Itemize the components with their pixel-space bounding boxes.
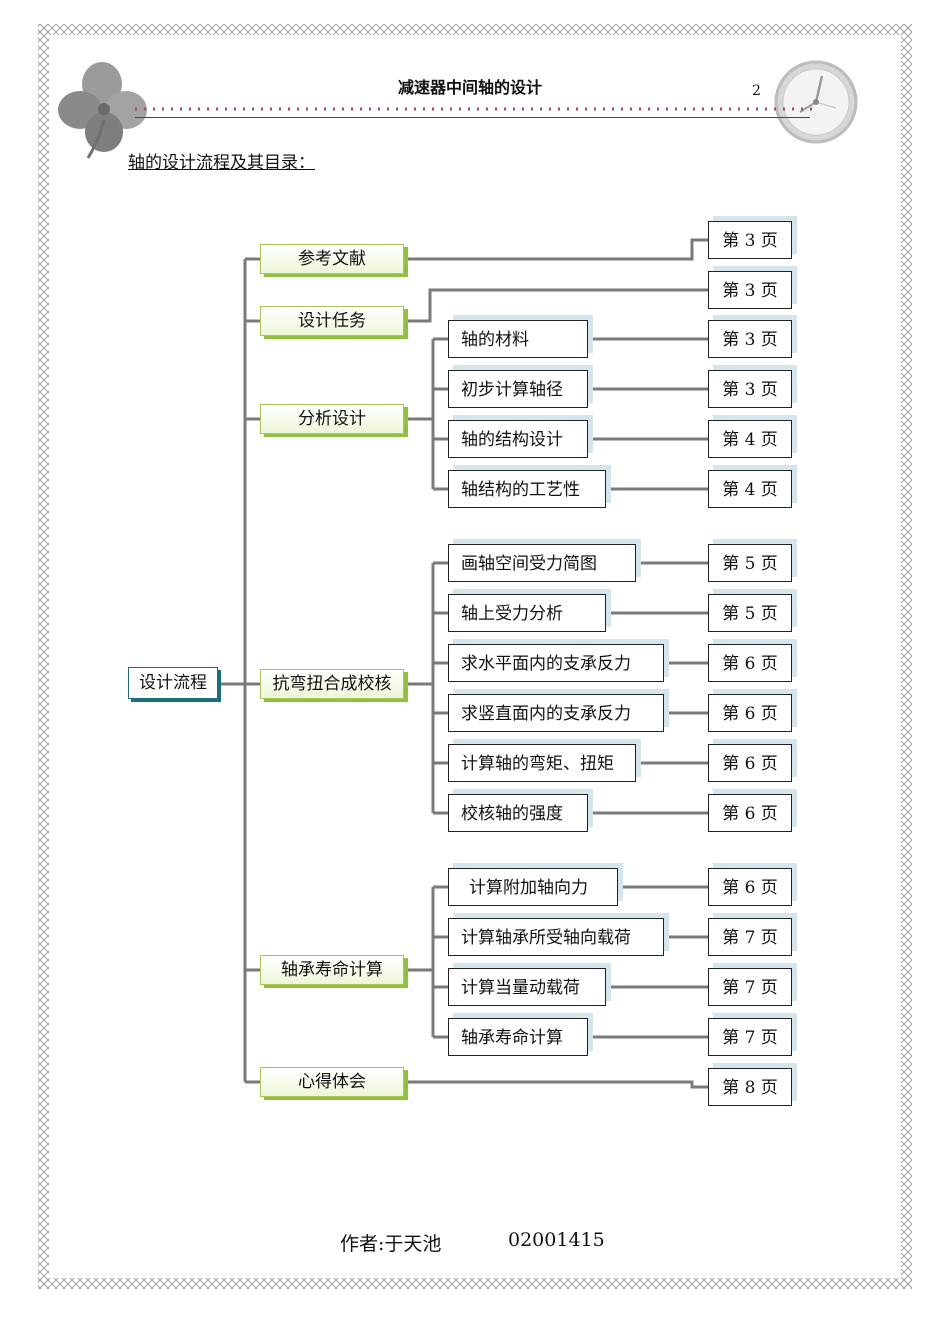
page-ref: 第 6 页 [708,644,792,682]
page-ref: 第 6 页 [708,868,792,906]
page-ref: 第 5 页 [708,544,792,582]
subitem-force-diagram: 画轴空间受力简图 [448,544,636,582]
author-student-id: 02001415 [508,1229,605,1251]
category-bending-torsion-check: 抗弯扭合成校核 [260,669,404,699]
intro-text: 轴的设计流程及其目录： [128,153,315,173]
subitem-equivalent-load: 计算当量动载荷 [448,968,606,1006]
page-ref: 第 6 页 [708,744,792,782]
category-bearing-life: 轴承寿命计算 [260,955,404,985]
subitem-bearing-life-calc: 轴承寿命计算 [448,1018,588,1056]
subitem-vertical-reactions: 求竖直面内的支承反力 [448,694,664,732]
subitem-additional-axial-force: 计算附加轴向力 [448,868,618,906]
subitem-horizontal-reactions: 求水平面内的支承反力 [448,644,664,682]
header-dotted-rule [135,107,815,111]
category-reflections: 心得体会 [260,1067,404,1097]
page-ref: 第 3 页 [708,370,792,408]
flowchart-root: 设计流程 [128,667,218,699]
page-ref: 第 3 页 [708,221,792,259]
subitem-structure-design: 轴的结构设计 [448,420,588,458]
page-ref: 第 6 页 [708,794,792,832]
subitem-force-analysis: 轴上受力分析 [448,594,606,632]
subitem-strength-check: 校核轴的强度 [448,794,588,832]
page-ref: 第 4 页 [708,470,792,508]
category-references: 参考文献 [260,244,404,274]
author-name: 作者:于天池 [340,1233,442,1255]
page-ref: 第 7 页 [708,1018,792,1056]
subitem-preliminary-diameter: 初步计算轴径 [448,370,588,408]
category-design-task: 设计任务 [260,306,404,336]
category-analysis-design: 分析设计 [260,404,404,434]
page-ref: 第 5 页 [708,594,792,632]
page-ref: 第 7 页 [708,918,792,956]
page-header-title: 减速器中间轴的设计 [397,78,542,97]
page-ref: 第 4 页 [708,420,792,458]
subitem-shaft-material: 轴的材料 [448,320,588,358]
page-ref: 第 3 页 [708,320,792,358]
subitem-manufacturability: 轴结构的工艺性 [448,470,606,508]
subitem-bearing-axial-load: 计算轴承所受轴向载荷 [448,918,664,956]
page-ref: 第 3 页 [708,271,792,309]
header-rule [135,117,810,118]
page-ref: 第 6 页 [708,694,792,732]
clover-logo-icon [58,62,147,159]
page-number: 2 [752,83,761,99]
subitem-moment-torque: 计算轴的弯矩、扭矩 [448,744,636,782]
clock-icon [774,60,858,144]
page-ref: 第 7 页 [708,968,792,1006]
page-ref: 第 8 页 [708,1068,792,1106]
